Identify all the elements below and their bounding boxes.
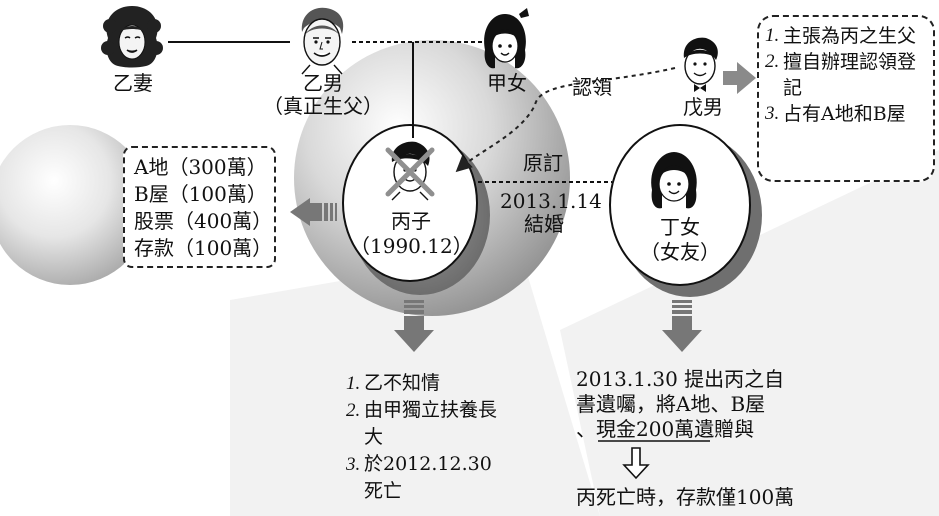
label-engaged: 原訂 [523, 151, 563, 175]
will-line-1: 2013.1.30 提出丙之自 [576, 367, 785, 391]
assets-box: A地（300萬） B屋（100萬） 股票（400萬） 存款（100萬） [123, 146, 276, 268]
label-bing: 丙子 [391, 209, 431, 233]
jia-woman-icon [484, 8, 529, 69]
label-yi-wife: 乙妻 [113, 71, 153, 95]
asset-item: B屋（100萬） [134, 182, 267, 206]
claim-number: 3. [765, 103, 780, 124]
yi-wife-icon [101, 6, 163, 68]
will-result: 丙死亡時，存款僅100萬 [576, 485, 795, 509]
claim-item: 3. 占有A地和B屋 [765, 101, 929, 127]
bing-down-arrow [394, 300, 434, 352]
claim-number: 2. [765, 51, 780, 72]
ding-circle [609, 124, 751, 286]
will-line-3-prefix: 、 [576, 417, 596, 441]
fact-text: 乙不知情 [364, 372, 441, 394]
will-cash-amount: 現金200萬 [596, 417, 695, 441]
label-ding-note: （女友） [640, 240, 720, 264]
asset-item: 存款（100萬） [134, 236, 273, 260]
will-line-3-suffix: 遺贈與 [694, 417, 755, 441]
asset-item: 股票（400萬） [134, 209, 273, 233]
claim-text: 主張為丙之生父 [783, 25, 917, 47]
deceased-x-mark [385, 147, 435, 197]
fact-number: 1. [346, 373, 361, 394]
label-bing-birth: （1990.12） [350, 234, 473, 258]
watermark-background [230, 150, 939, 516]
label-recognize: 認領 [572, 75, 612, 99]
label-wedding-word: 結婚 [524, 212, 564, 236]
fact-item: 2. 由甲獨立扶養長大 [346, 397, 506, 451]
result-outline-arrow [622, 447, 650, 480]
fact-number: 3. [346, 454, 361, 475]
bing-to-assets-arrow [290, 198, 337, 226]
ding-icon [651, 152, 697, 209]
claim-number: 1. [765, 25, 780, 46]
bing-facts-list: 1. 乙不知情 2. 由甲獨立扶養長大 3. 於2012.12.30死亡 [346, 370, 506, 505]
label-wu-man: 戊男 [683, 95, 723, 119]
fact-item: 3. 於2012.12.30死亡 [346, 451, 506, 505]
claims-box: 1. 主張為丙之生父 2. 擅自辦理認領登記 3. 占有A地和B屋 [757, 15, 935, 182]
yi-man-icon [301, 7, 344, 75]
recognize-arrow [455, 67, 676, 173]
label-yi-man: 乙男 [303, 71, 343, 95]
fact-text: 於2012.12.30死亡 [364, 453, 492, 502]
claim-text: 占有A地和B屋 [783, 103, 906, 125]
claim-item: 1. 主張為丙之生父 [765, 23, 929, 49]
fact-text: 由甲獨立扶養長大 [364, 399, 498, 448]
label-jia-woman: 甲女 [487, 71, 527, 95]
bing-circle [342, 124, 478, 282]
label-ding: 丁女 [660, 215, 700, 239]
asset-item: A地（300萬） [134, 155, 267, 179]
will-line-3: 、現金200萬遺贈與 [576, 418, 754, 441]
will-line-2: 書遺囑，將A地、B屋 [576, 392, 766, 416]
small-sphere [0, 125, 150, 285]
label-wedding-date: 2013.1.14 [500, 189, 602, 213]
label-yi-man-note: （真正生父） [263, 94, 383, 118]
fact-item: 1. 乙不知情 [346, 370, 506, 397]
fact-number: 2. [346, 400, 361, 421]
ding-down-arrow [662, 300, 702, 352]
claim-item: 2. 擅自辦理認領登記 [765, 49, 929, 101]
wu-to-claims-arrow [723, 62, 756, 94]
claim-text: 擅自辦理認領登記 [783, 51, 917, 99]
wu-man-icon [683, 37, 718, 92]
